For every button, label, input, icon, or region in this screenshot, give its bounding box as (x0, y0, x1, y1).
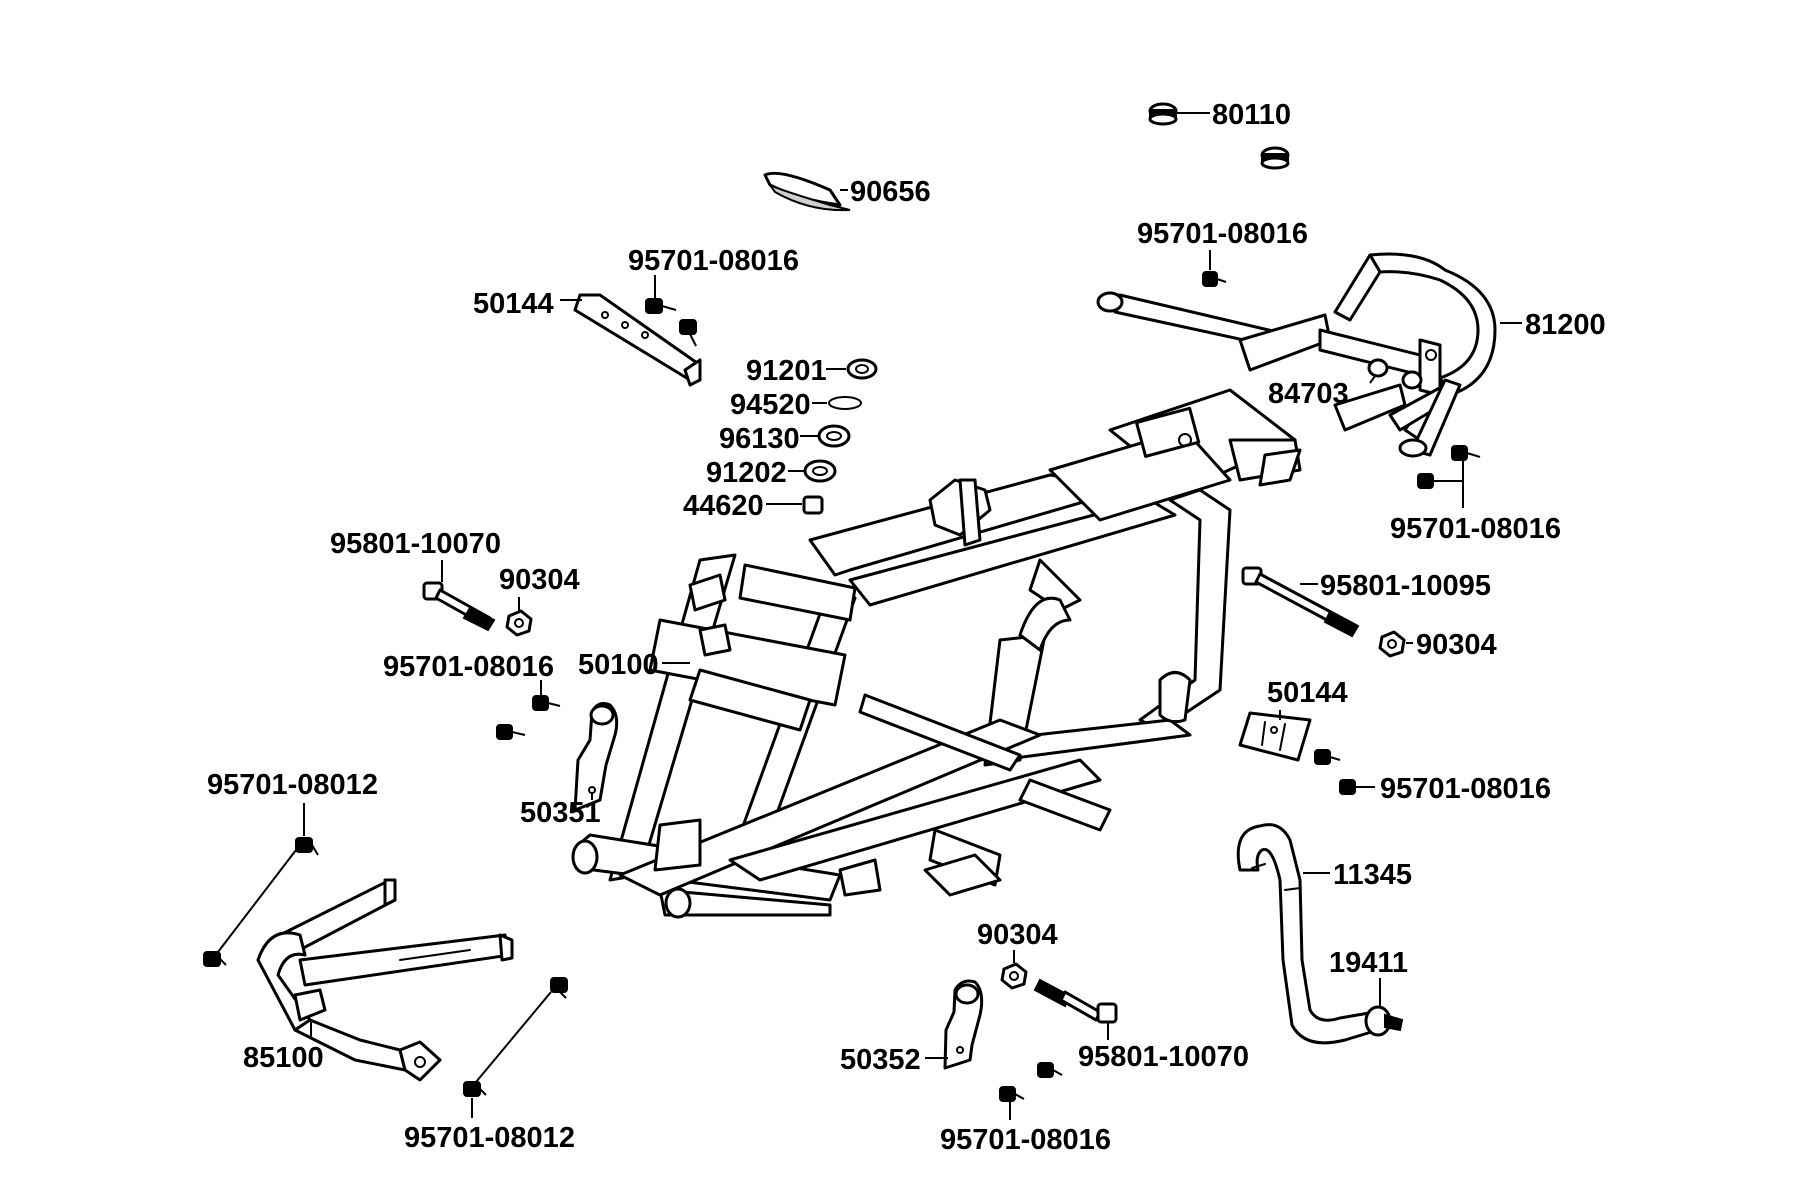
label-95701-08016-upper-right: 95701-08016 (1137, 218, 1308, 250)
label-90304-right: 90304 (1416, 629, 1497, 661)
bushing-84703 (1367, 358, 1423, 390)
bracket-50144-lower (1238, 711, 1312, 762)
label-91202: 91202 (706, 457, 787, 489)
main-frame (571, 388, 1302, 919)
label-90304-left: 90304 (499, 564, 580, 596)
label-95701-08016-upper-left: 95701-08016 (628, 245, 799, 277)
nut-90304-right (1378, 630, 1406, 658)
bearing-96130 (817, 424, 851, 448)
bolt-pair-left (496, 695, 561, 740)
label-94520: 94520 (730, 389, 811, 421)
label-90656: 90656 (850, 176, 931, 208)
bracket-50144-upper (573, 293, 702, 387)
label-50352: 50352 (840, 1044, 921, 1076)
label-95801-10070-center: 95801-10070 (1078, 1041, 1249, 1073)
label-95701-08012-lower: 95701-08012 (404, 1122, 575, 1154)
label-84703: 84703 (1268, 378, 1349, 410)
label-50144-upper: 50144 (473, 288, 554, 320)
front-guard-85100 (256, 878, 514, 1082)
nut-90304-left (505, 609, 533, 637)
label-95801-10070-left: 95801-10070 (330, 528, 501, 560)
bolt-pair-center (999, 1062, 1063, 1102)
long-bolt-95801-10095 (1241, 566, 1360, 638)
label-95701-08016-center: 95701-08016 (940, 1124, 1111, 1156)
label-95701-08016-left: 95701-08016 (383, 651, 554, 683)
hose-11345 (1236, 823, 1380, 1045)
label-96130: 96130 (719, 423, 800, 455)
spacer-44620 (802, 495, 824, 515)
bolt-pair-upper-left (645, 298, 697, 347)
bearing-91201 (846, 358, 878, 380)
label-95701-08016-right: 95701-08016 (1390, 513, 1561, 545)
label-95701-08016-lower-right: 95701-08016 (1380, 773, 1551, 805)
label-95701-08012-upper: 95701-08012 (207, 769, 378, 801)
bolt-95701-08012-upper (203, 837, 319, 967)
label-44620: 44620 (683, 490, 764, 522)
clamp-19411 (1364, 1005, 1404, 1037)
bolt-grab-bar-top (1202, 271, 1227, 287)
label-50351: 50351 (520, 797, 601, 829)
bolt-95801-10070-left (422, 581, 496, 632)
bolt-95701-08012-lower (463, 977, 568, 1097)
label-11345: 11345 (1333, 859, 1412, 891)
label-95801-10095: 95801-10095 (1320, 570, 1491, 602)
label-91201: 91201 (746, 355, 827, 387)
label-90304-center: 90304 (977, 919, 1058, 951)
bolt-pair-lower-right (1314, 749, 1375, 795)
nut-90304-center (1000, 962, 1028, 990)
grab-bar-81200 (1096, 252, 1497, 458)
label-50100: 50100 (578, 649, 659, 681)
circlip-94520 (828, 396, 862, 410)
bolt-pair-right (1417, 445, 1481, 489)
strap-90656 (763, 171, 851, 212)
label-85100: 85100 (243, 1042, 324, 1074)
engine-mount-50351 (573, 702, 619, 812)
bearing-91202 (803, 459, 837, 483)
label-81200: 81200 (1525, 309, 1606, 341)
bolt-95801-10070-center (1033, 978, 1118, 1024)
label-80110: 80110 (1212, 99, 1291, 131)
engine-mount-50352 (943, 979, 984, 1070)
grommet-80110 (1148, 102, 1290, 170)
label-50144-lower: 50144 (1267, 677, 1348, 709)
label-19411: 19411 (1329, 947, 1408, 979)
